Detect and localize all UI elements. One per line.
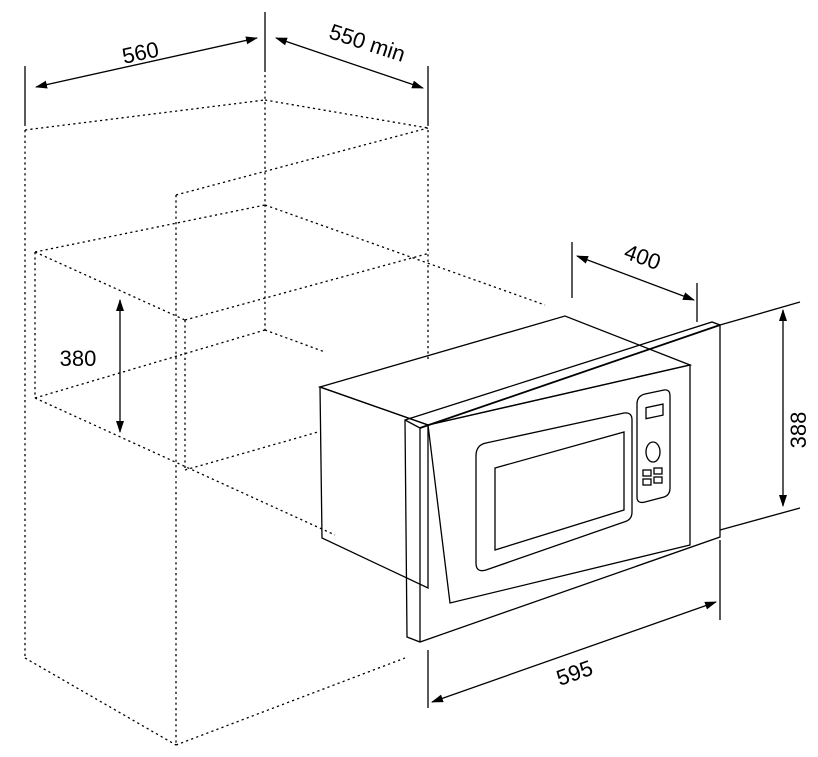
dimension-560-label: 560 — [120, 37, 161, 69]
dimension-388: 388 — [719, 301, 811, 531]
dimension-380-label: 380 — [60, 346, 97, 371]
door-window — [475, 412, 633, 572]
control-panel — [636, 389, 671, 504]
display-icon — [645, 403, 664, 420]
dial-icon — [645, 441, 661, 463]
microwave-housing — [317, 315, 693, 604]
keypad-icon — [642, 467, 663, 486]
cabinet-outline — [24, 75, 546, 746]
dimension-380: 380 — [60, 299, 124, 433]
dimension-595-label: 595 — [553, 655, 596, 691]
trim-frame — [404, 321, 721, 643]
dimension-400: 400 — [571, 239, 698, 322]
dimension-560: 560 — [24, 12, 266, 126]
dimension-550-min: 550 min — [275, 19, 429, 126]
dimension-400-label: 400 — [621, 239, 664, 275]
dimension-388-label: 388 — [786, 412, 811, 449]
